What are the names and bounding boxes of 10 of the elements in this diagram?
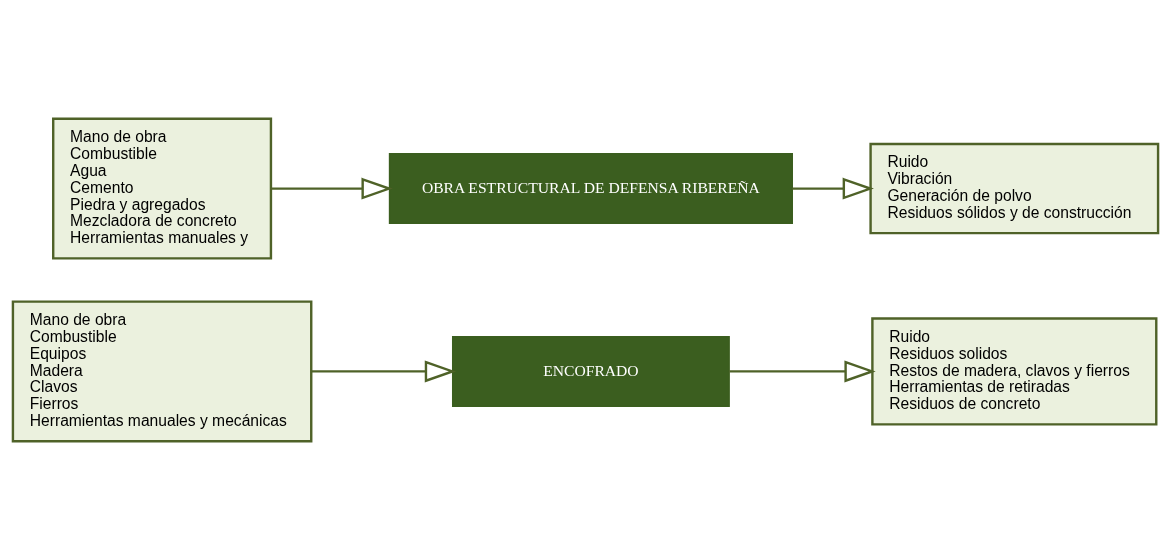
arrow — [729, 360, 876, 383]
arrow — [271, 177, 393, 200]
node-box: OBRA ESTRUCTURAL DE DEFENSA RIBEREÑA — [388, 153, 793, 225]
arrow — [792, 177, 874, 200]
node-box: Ruido Vibración Generación de polvo Residuos sólidos y de construcción — [869, 142, 1160, 235]
arrow — [311, 360, 457, 383]
node-box: Ruido Residuos solidos Restos de madera, clavos y fierros Herramientas de retiradas Residuos de concreto — [871, 317, 1158, 426]
node-box: Mano de obra Combustible Agua Cemento Piedra y agregados Mezcladora de concreto Herramientas manuales y — [52, 117, 273, 260]
node-box: ENCOFRADO — [451, 335, 730, 407]
node-box: Mano de obra Combustible Equipos Madera Clavos Fierros Herramientas manuales y mecánicas — [11, 300, 313, 443]
